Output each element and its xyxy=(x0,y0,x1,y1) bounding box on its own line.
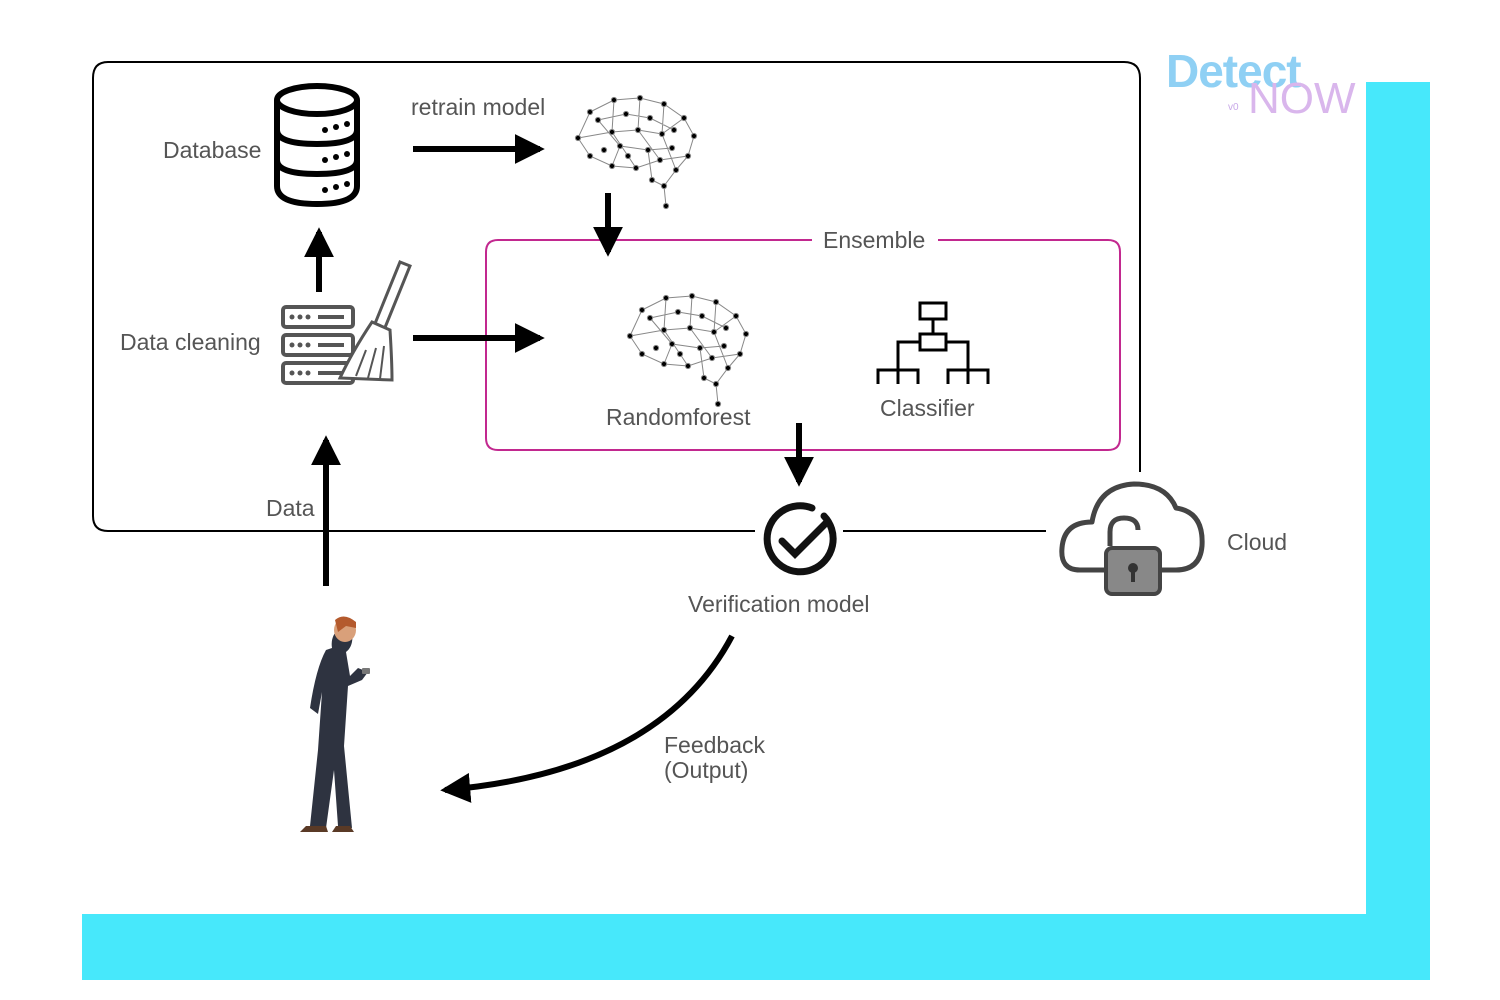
flow-arrows xyxy=(304,134,814,803)
logo-now-text: NOW xyxy=(1248,74,1356,123)
ensemble-label: Ensemble xyxy=(823,227,926,253)
randomforest-brain-icon xyxy=(626,292,750,408)
system-boundary-box xyxy=(92,61,1141,532)
data-cleaning-label: Data cleaning xyxy=(120,329,261,355)
cyan-bottom-bar xyxy=(82,914,1430,980)
retrain-model-label: retrain model xyxy=(411,94,546,120)
arrow-feedback xyxy=(440,634,735,803)
cyan-right-bar xyxy=(1366,82,1430,980)
data-cleaning-icon xyxy=(281,260,412,385)
neural-brain-icon xyxy=(574,94,698,210)
verification-model-label: Verification model xyxy=(688,591,870,617)
classifier-label: Classifier xyxy=(880,395,975,421)
feedback-label: Feedback xyxy=(664,732,766,758)
database-label: Database xyxy=(163,137,262,163)
detectnow-logo: Detect NOW v0 xyxy=(1166,44,1356,124)
logo-version-text: v0 xyxy=(1228,102,1239,113)
classifier-tree-icon xyxy=(876,301,990,384)
cloud-label: Cloud xyxy=(1227,529,1288,555)
database-icon xyxy=(274,83,360,208)
cloud-lock-icon xyxy=(1059,481,1205,596)
ensemble-box xyxy=(485,239,1121,451)
user-person-icon xyxy=(300,616,370,832)
logo-detect-text: Detect xyxy=(1166,45,1302,97)
verification-check-icon xyxy=(763,502,837,576)
feedback-output-label: (Output) xyxy=(664,757,749,783)
randomforest-label: Randomforest xyxy=(606,404,751,430)
data-label: Data xyxy=(266,495,315,521)
